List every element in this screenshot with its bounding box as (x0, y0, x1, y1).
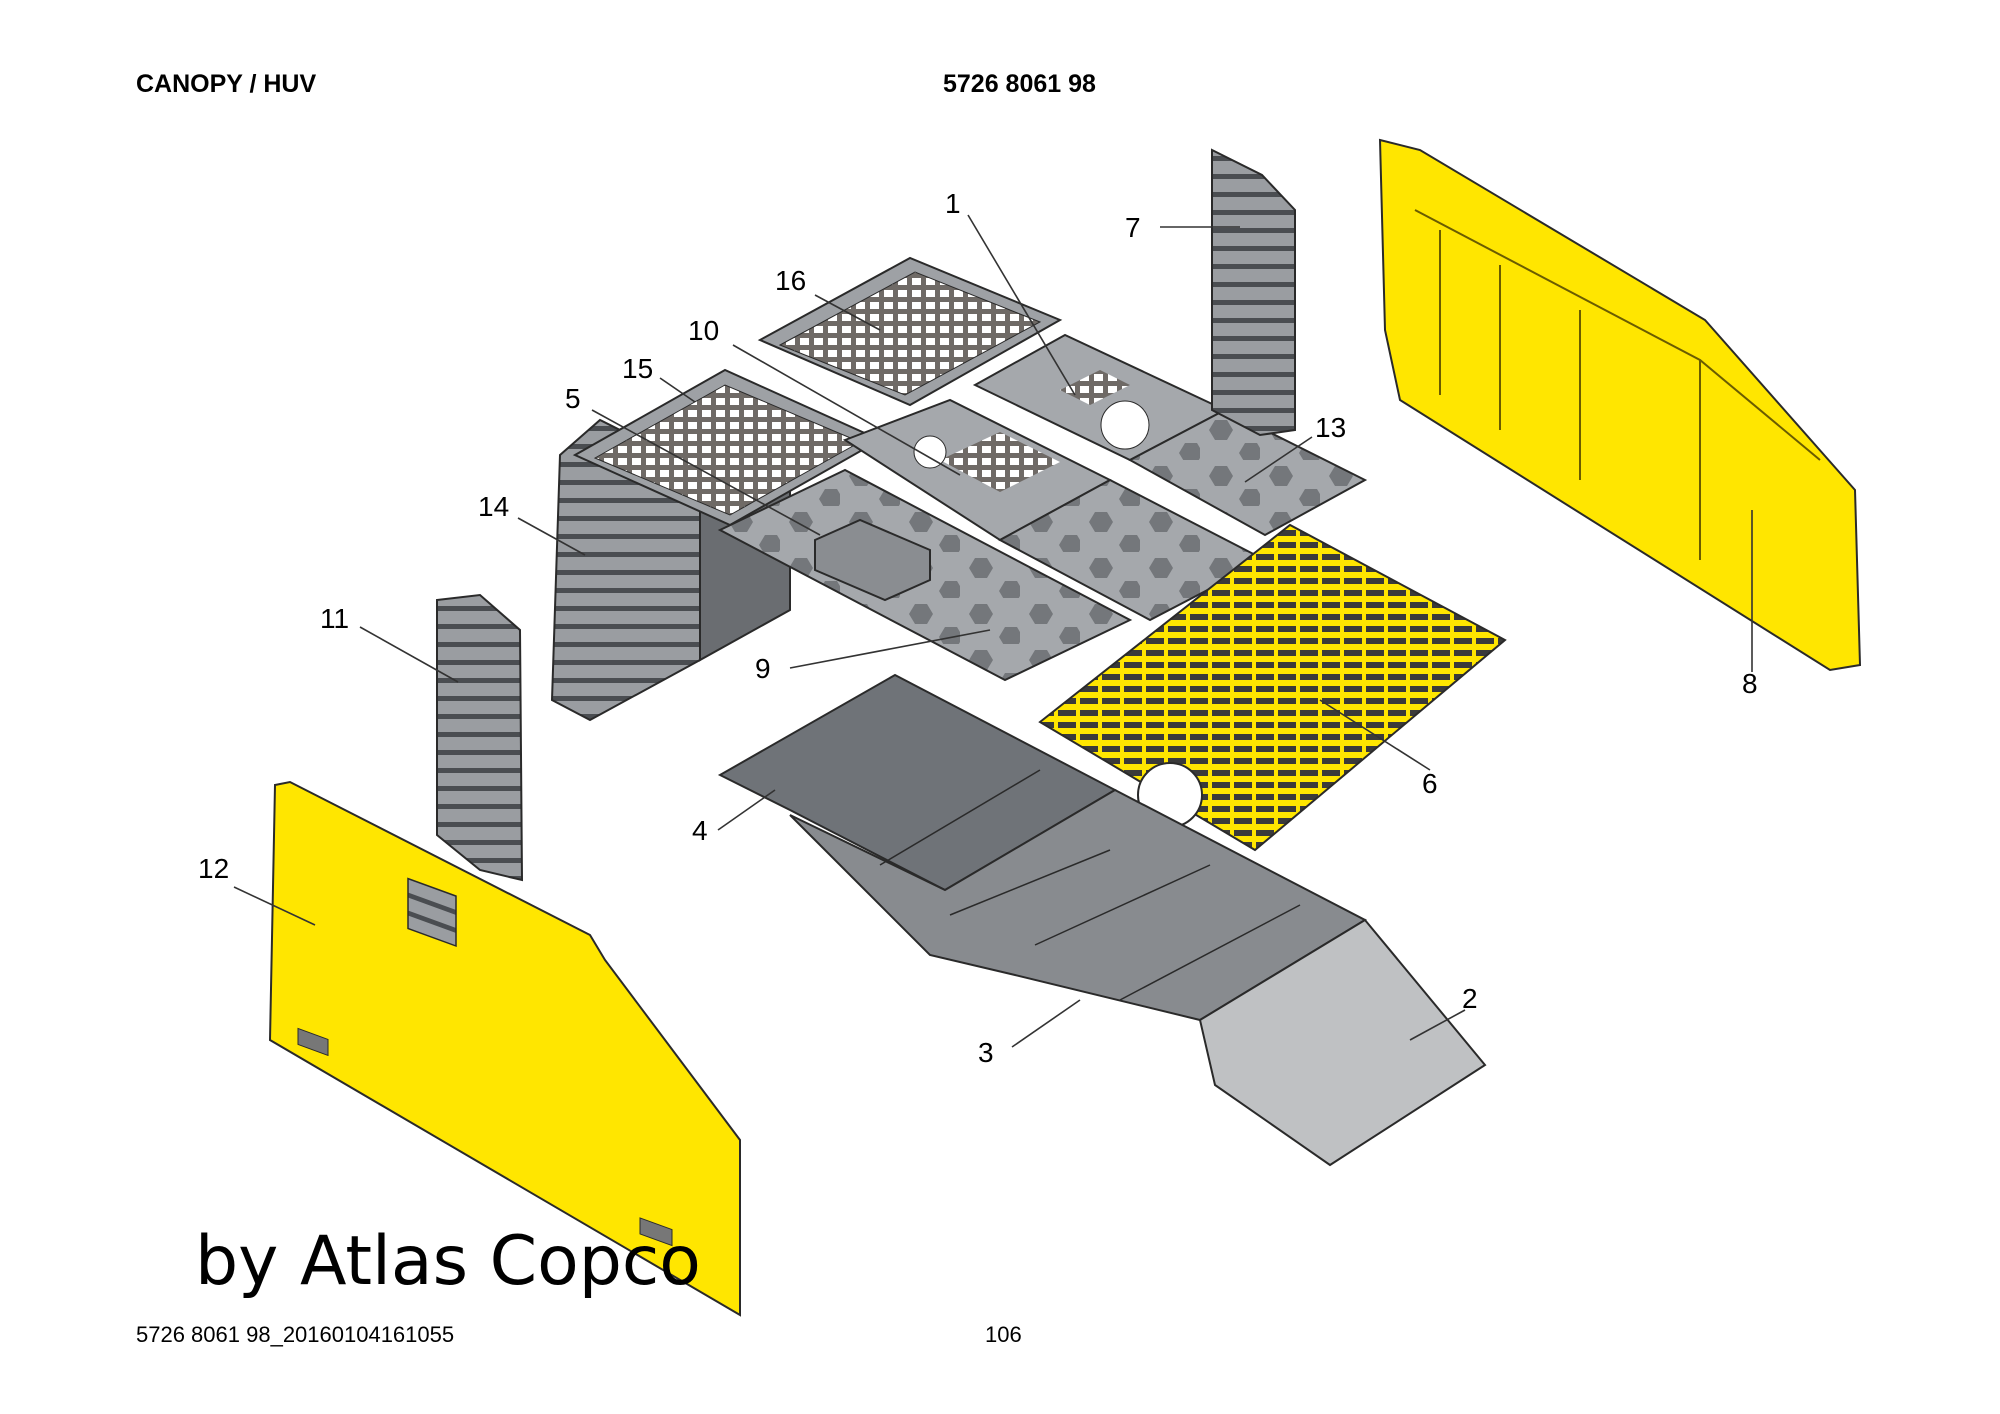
watermark: by Atlas Copco (195, 1222, 701, 1301)
callout-12: 12 (198, 853, 229, 884)
part-number: 5726 8061 98 (943, 70, 1096, 98)
callout-14: 14 (478, 491, 509, 522)
callout-1: 1 (945, 188, 961, 219)
part-11-louver-panel (436, 593, 524, 882)
callout-15: 15 (622, 353, 653, 384)
part-8-side-panel (1378, 138, 1862, 672)
part-7-louver-panel (1211, 148, 1296, 437)
part-10-perforated-plate (842, 398, 1113, 542)
callout-13: 13 (1315, 412, 1346, 443)
part-16-mesh-panel (757, 256, 1063, 407)
callout-4: 4 (692, 815, 708, 846)
callout-11: 11 (320, 603, 349, 634)
callout-5: 5 (565, 383, 581, 414)
callout-16: 16 (775, 265, 806, 296)
part-12-side-panel (268, 780, 741, 1317)
part-1-plate (972, 333, 1228, 462)
part-13-hex-plate (1127, 408, 1368, 537)
callout-6: 6 (1422, 768, 1438, 799)
callout-2: 2 (1462, 983, 1478, 1014)
part-2-floor-plate (1198, 918, 1487, 1167)
callout-7: 7 (1125, 212, 1141, 243)
callout-labels: 1 2 3 4 5 6 7 8 9 10 11 12 13 14 15 16 (198, 188, 1758, 1068)
callout-8: 8 (1742, 668, 1758, 699)
page-title: CANOPY / HUV (136, 70, 317, 98)
callout-10: 10 (688, 315, 719, 346)
page-number: 106 (985, 1322, 1022, 1347)
document-id: 5726 8061 98_20160104161055 (136, 1322, 455, 1347)
part-5-box (814, 518, 931, 602)
callout-9: 9 (755, 653, 771, 684)
leader-lines (233, 214, 1753, 1048)
callout-3: 3 (978, 1037, 994, 1068)
